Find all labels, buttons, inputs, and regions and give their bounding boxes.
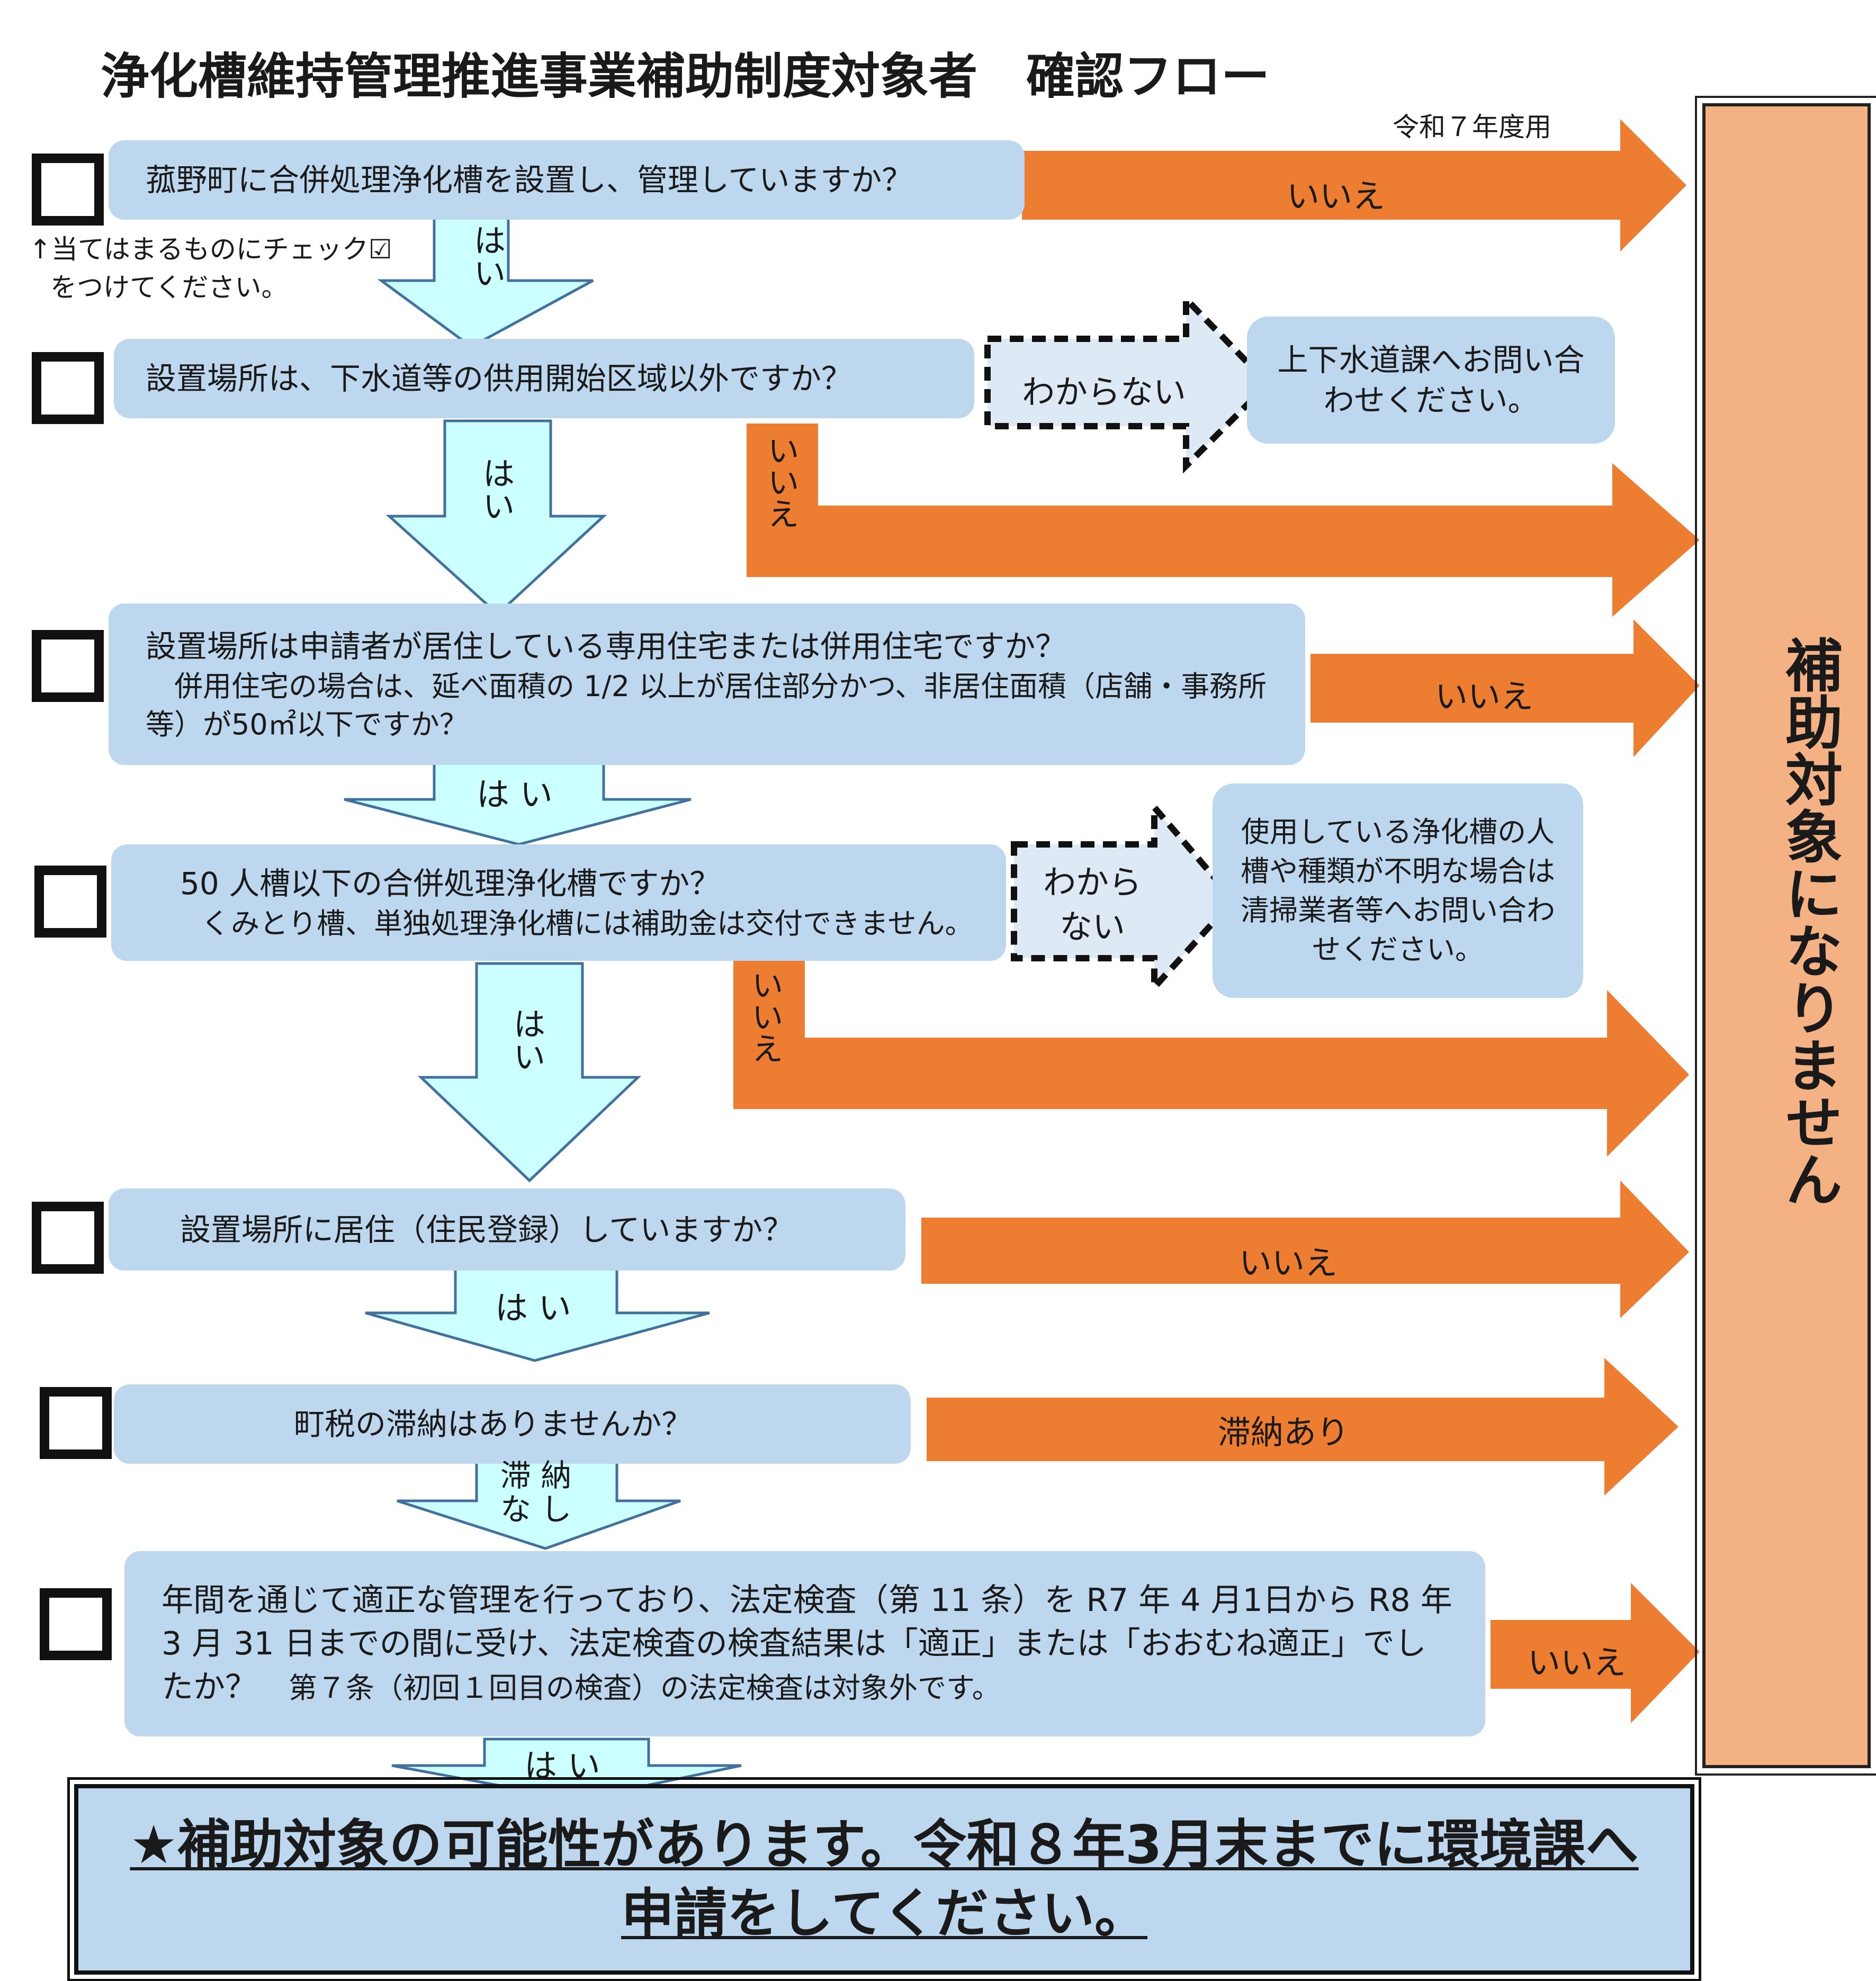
yes-label-3: は い [477, 775, 553, 814]
question-5: 設置場所に居住（住民登録）していますか？ [109, 1188, 905, 1271]
question-4: 50 人槽以下の合併処理浄化槽ですか？ くみとり槽、単独処理浄化槽には補助金は交… [111, 844, 1006, 961]
no-label-5: いいえ [1239, 1244, 1338, 1282]
not-eligible-text: 補助対象になりません [1776, 636, 1842, 1208]
checkbox-q6[interactable] [40, 1387, 112, 1459]
no-arrow-7 [1491, 1583, 1700, 1723]
yes-label-4: は い [514, 1006, 545, 1076]
checkbox-q1[interactable] [32, 154, 104, 226]
unknown-arrow-1 [984, 291, 1273, 474]
no-delinquency-label: 滞 納 な し [500, 1457, 572, 1527]
final-message-line-2: 申請をしてください。 [621, 1883, 1147, 1944]
no-arrow-4 [733, 961, 1689, 1157]
question-6: 町税の滞納はありませんか？ [114, 1384, 911, 1464]
yes-label-1: は い [474, 223, 506, 293]
question-2: 設置場所は、下水道等の供用開始区域以外ですか？ [114, 339, 974, 418]
no-label-7: いいえ [1528, 1643, 1627, 1682]
unknown-label-2: わから ない [1043, 863, 1142, 946]
no-arrow-2 [747, 424, 1700, 617]
yes-arrow-7 [391, 1737, 742, 1802]
delinquent-label: 滞納あり [1218, 1413, 1350, 1452]
checkbox-q7[interactable] [40, 1588, 112, 1660]
no-arrow-1 [1022, 119, 1686, 251]
unknown-arrow-2 [1011, 798, 1238, 996]
yes-arrow-2 [385, 419, 607, 616]
checkbox-q3[interactable] [32, 630, 104, 702]
year-label: 令和７年度用 [1393, 112, 1551, 142]
no-label-2: いいえ [762, 434, 799, 529]
contact-cleaning-company: 使用している浄化槽の人槽や種類が不明な場合は清掃業者等へお問い合わせください。 [1213, 784, 1583, 998]
question-3: 設置場所は申請者が居住している専用住宅または併用住宅ですか？ 併用住宅の場合は、… [109, 604, 1305, 765]
question-7-note: 第７条（初回１回目の検査）の法定検査は対象外です。 [289, 1671, 1001, 1705]
checkbox-q2[interactable] [32, 352, 104, 424]
check-instruction: ↑当てはまるものにチェック☑ をつけてください。 [29, 234, 392, 303]
contact-sewer-dept: 上下水道課へお問い合わせください。 [1247, 317, 1615, 444]
final-message-box: ★補助対象の可能性があります。令和８年3月末までに環境課へ 申請をしてください。 [67, 1777, 1701, 1981]
unknown-label-1: わからない [1022, 373, 1187, 411]
checkbox-q4[interactable] [34, 866, 106, 938]
no-arrow-3 [1310, 619, 1700, 757]
final-message-line-1: ★補助対象の可能性があります。令和８年3月末までに環境課へ [130, 1814, 1639, 1876]
yes-label-2: は い [483, 456, 515, 526]
page-title: 浄化槽維持管理推進事業補助制度対象者 確認フロー [101, 48, 1270, 105]
checkbox-q5[interactable] [32, 1202, 104, 1274]
no-label-4: いいえ [746, 969, 783, 1064]
yes-arrow-5 [365, 1266, 710, 1362]
yes-label-5: は い [495, 1289, 571, 1327]
yes-label-7: は い [524, 1746, 600, 1785]
yes-arrow-1 [377, 210, 594, 348]
question-1: 菰野町に合併処理浄化槽を設置し、管理していますか？ [109, 140, 1025, 220]
no-label-3: いいえ [1435, 677, 1534, 716]
question-7: 年間を通じて適正な管理を行っており、法定検査（第 11 条）を R7 年 4 月… [124, 1551, 1485, 1736]
no-arrow-5 [921, 1181, 1689, 1318]
no-arrow-6 [927, 1358, 1678, 1496]
yes-arrow-4 [417, 962, 642, 1183]
no-label-1: いいえ [1287, 177, 1386, 215]
not-eligible-panel: 補助対象になりません [1695, 96, 1876, 1776]
